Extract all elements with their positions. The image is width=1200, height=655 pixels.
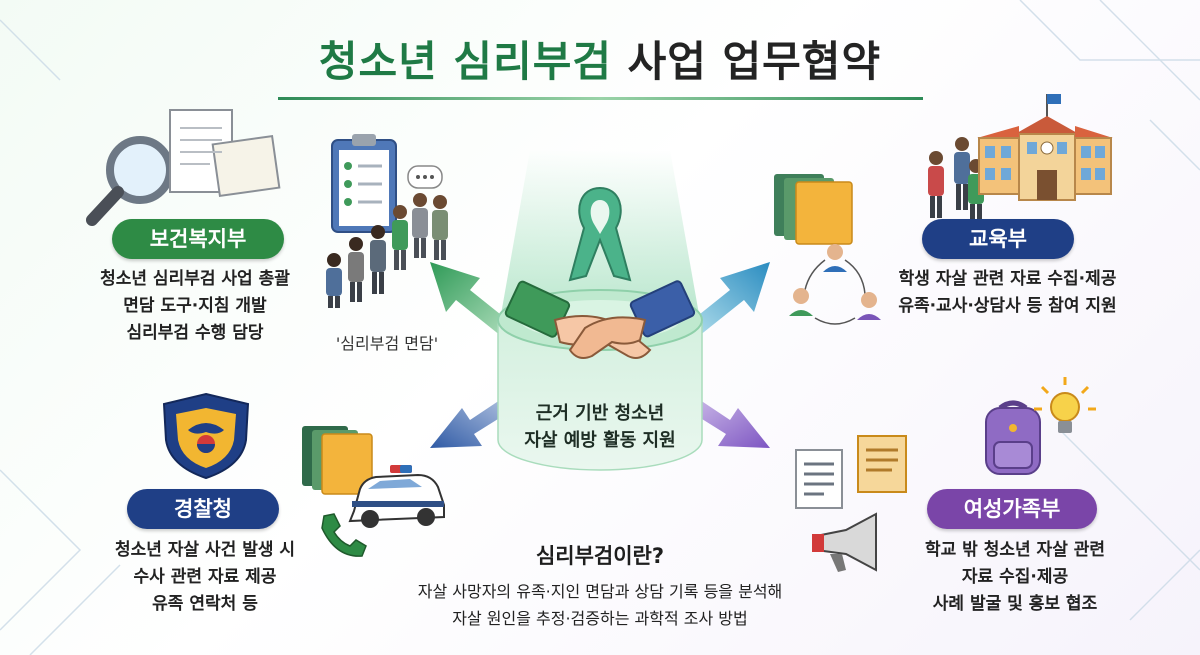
magnifier-icon xyxy=(86,136,174,226)
ribbon-icon xyxy=(568,186,632,282)
badge-gender-equality-ministry: 여성가족부 xyxy=(927,489,1097,529)
note-icon xyxy=(795,449,843,509)
students-icon xyxy=(928,137,984,224)
phone-icon xyxy=(321,513,367,557)
note-icon xyxy=(857,435,907,493)
gender-equality-ministry-description: 학교 밖 청소년 자살 관련 자료 수집·제공 사례 발굴 및 홍보 협조 xyxy=(880,537,1150,618)
title-rest: 사업 업무협약 xyxy=(612,37,882,86)
center-caption: 근거 기반 청소년 자살 예방 활동 지원 xyxy=(480,400,720,454)
description-line: 심리부검 수행 담당 xyxy=(126,323,264,343)
description-line: 유족 연락처 등 xyxy=(152,594,258,614)
backpack-icon xyxy=(985,400,1041,475)
title-underline xyxy=(278,97,923,100)
description-line: 학생 자살 관련 자료 수집·제공 xyxy=(898,269,1117,289)
user-network-icon xyxy=(789,244,881,325)
lightbulb-icon xyxy=(1034,377,1096,433)
description-line: 학교 밖 청소년 자살 관련 xyxy=(924,540,1106,560)
health-ministry-description: 청소년 심리부검 사업 총괄 면담 도구·지침 개발 심리부검 수행 담당 xyxy=(50,266,340,347)
handshake-icon xyxy=(504,280,696,359)
badge-police-agency: 경찰청 xyxy=(127,489,279,529)
definition-title: 심리부검이란? xyxy=(535,544,665,568)
police-emblem-icon xyxy=(162,392,250,480)
description-line: 사례 발굴 및 홍보 협조 xyxy=(932,594,1098,614)
center-line: 근거 기반 청소년 xyxy=(535,403,665,424)
school-building-icon xyxy=(977,94,1113,201)
description-line: 수사 관련 자료 제공 xyxy=(133,567,277,587)
description-line: 면담 도구·지침 개발 xyxy=(123,296,267,316)
page-title: 청소년 심리부검 사업 업무협약 xyxy=(0,28,1200,89)
police-car-icon xyxy=(348,465,445,528)
folders-icon xyxy=(774,174,853,245)
definition-text: 자살 사망자의 유족·지인 면담과 상담 기록 등을 분석해 자살 원인을 추정… xyxy=(330,578,870,632)
badge-education-ministry: 교육부 xyxy=(922,219,1074,259)
education-ministry-description: 학생 자살 관련 자료 수집·제공 유족·교사·상담사 등 참여 지원 xyxy=(860,266,1155,320)
title-highlight: 청소년 심리부검 xyxy=(318,37,612,86)
description-line: 유족·교사·상담사 등 참여 지원 xyxy=(898,296,1117,316)
description-line: 자료 수집·제공 xyxy=(961,567,1069,587)
interview-label: '심리부검 면담' xyxy=(335,334,439,353)
megaphone-icon xyxy=(812,512,877,572)
clipboard-icon xyxy=(331,134,397,233)
people-group-icon xyxy=(326,165,448,308)
documents-icon xyxy=(169,109,281,198)
badge-health-ministry: 보건복지부 xyxy=(112,219,284,259)
definition-line: 자살 원인을 추정·검증하는 과학적 조사 방법 xyxy=(452,609,748,628)
folders-icon xyxy=(302,426,373,495)
description-line: 청소년 자살 사건 발생 시 xyxy=(114,540,296,560)
definition-line: 자살 사망자의 유족·지인 면담과 상담 기록 등을 분석해 xyxy=(417,582,783,601)
description-line: 청소년 심리부검 사업 총괄 xyxy=(100,269,290,289)
police-agency-description: 청소년 자살 사건 발생 시 수사 관련 자료 제공 유족 연락처 등 xyxy=(70,537,340,618)
center-line: 자살 예방 활동 지원 xyxy=(524,430,676,451)
